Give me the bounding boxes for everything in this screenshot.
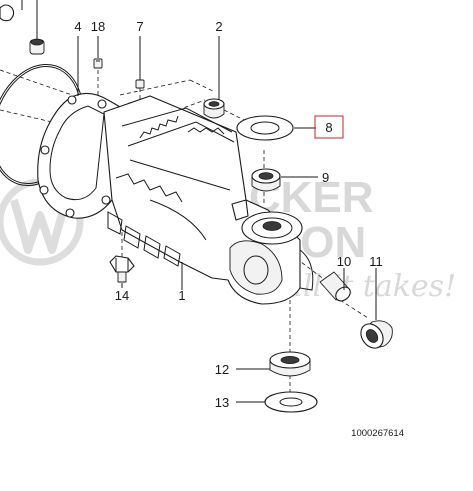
bushing-12 <box>269 351 311 377</box>
callout-1: 1 <box>178 288 185 303</box>
callout-11: 11 <box>369 254 383 269</box>
bearing-11 <box>360 320 393 349</box>
callout-8-highlight-box <box>314 115 344 139</box>
bolt-14 <box>109 255 135 283</box>
watermark-tagline: all it takes! <box>285 269 456 304</box>
callout-14: 14 <box>115 288 129 303</box>
screw-7 <box>135 79 145 89</box>
plug-2 <box>203 98 225 119</box>
callout-13: 13 <box>215 395 229 410</box>
leader-lines <box>77 36 377 403</box>
callout-18: 18 <box>91 19 105 34</box>
callout-4: 4 <box>74 19 81 34</box>
callout-10: 10 <box>337 254 351 269</box>
top-left-fitting <box>0 0 45 55</box>
washer-8 <box>236 115 294 141</box>
callout-7: 7 <box>136 19 143 34</box>
callout-2: 2 <box>215 19 222 34</box>
callout-8: 8 <box>325 120 332 135</box>
bolt-18 <box>93 58 103 69</box>
bushing-9 <box>251 168 281 192</box>
washer-13 <box>264 391 318 413</box>
axle-housing <box>37 92 314 305</box>
callout-labels: 4 18 7 2 8 9 10 11 14 1 12 13 <box>74 19 382 410</box>
callout-9: 9 <box>322 170 329 185</box>
document-number: 1000267614 <box>351 428 404 439</box>
sleeve-10 <box>319 271 351 302</box>
callout-12: 12 <box>215 362 229 377</box>
